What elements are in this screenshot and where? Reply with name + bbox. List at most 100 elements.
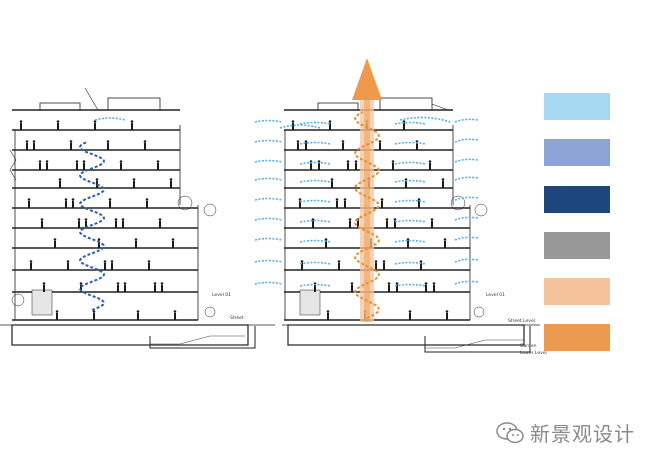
person-head: [382, 260, 386, 263]
person-figure: [54, 241, 56, 248]
watermark: 新景观设计: [496, 418, 635, 447]
person-head: [408, 310, 412, 313]
person-figure: [442, 181, 444, 188]
person-figure: [431, 221, 433, 228]
person-figure: [72, 201, 74, 208]
person-figure: [336, 201, 338, 208]
person-figure: [349, 221, 351, 228]
vent-arrow-inner: [299, 261, 331, 265]
person-figure: [444, 241, 446, 248]
person-figure: [299, 201, 301, 208]
vent-arrow-inner: [394, 219, 426, 223]
person-figure: [104, 263, 106, 270]
person-figure: [80, 285, 82, 292]
person-figure: [135, 241, 137, 248]
person-head: [123, 282, 127, 285]
person-figure: [416, 143, 418, 150]
person-head: [424, 282, 428, 285]
person-head: [27, 198, 31, 201]
person-head: [45, 160, 49, 163]
vent-arrow-inner: [394, 239, 426, 243]
person-head: [169, 178, 173, 181]
helix-path: [78, 140, 106, 311]
person-head: [391, 160, 395, 163]
person-head: [330, 178, 334, 181]
person-head: [58, 178, 62, 181]
person-figure: [381, 201, 383, 208]
vent-arrow-inner: [299, 283, 331, 287]
person-head: [114, 218, 118, 221]
vent-arrow-right: [454, 176, 479, 181]
person-head: [97, 238, 101, 241]
left-occupants: [19, 120, 177, 320]
person-figure: [292, 123, 294, 130]
person-head: [350, 282, 354, 285]
person-figure: [161, 285, 163, 292]
person-figure: [120, 163, 122, 170]
person-head: [79, 282, 83, 285]
person-head: [348, 218, 352, 221]
person-figure: [133, 181, 135, 188]
person-figure: [111, 263, 113, 270]
person-head: [291, 120, 295, 123]
person-figure: [174, 313, 176, 320]
person-head: [19, 120, 23, 123]
person-head: [300, 260, 304, 263]
right-lower-label: Lower Level: [520, 350, 547, 356]
person-head: [385, 218, 389, 221]
person-head: [387, 282, 391, 285]
vent-arrow-right: [454, 236, 479, 241]
person-head: [428, 160, 432, 163]
person-head: [130, 120, 134, 123]
person-figure: [33, 143, 35, 150]
person-head: [42, 282, 46, 285]
person-figure: [115, 221, 117, 228]
person-figure: [314, 285, 316, 292]
vent-arrow-roof: [279, 124, 321, 129]
person-figure: [154, 285, 156, 292]
person-head: [374, 260, 378, 263]
vent-arrow-left: [254, 259, 283, 263]
vent-arrow-inner: [394, 121, 426, 125]
person-figure: [394, 221, 396, 228]
person-head: [106, 140, 110, 143]
person-figure: [429, 163, 431, 170]
person-head: [147, 260, 151, 263]
person-figure: [305, 143, 307, 150]
person-figure: [383, 263, 385, 270]
person-figure: [420, 263, 422, 270]
vent-arrow-right: [454, 196, 479, 201]
person-figure: [41, 221, 43, 228]
vent-arrow-left: [254, 237, 283, 241]
person-figure: [170, 181, 172, 188]
vent-arrow-inner: [299, 141, 331, 145]
person-figure: [409, 313, 411, 320]
person-head: [419, 260, 423, 263]
person-head: [160, 282, 164, 285]
person-figure: [159, 221, 161, 228]
person-figure: [39, 163, 41, 170]
person-figure: [344, 201, 346, 208]
vent-arrow-inner: [394, 261, 426, 265]
person-head: [119, 160, 123, 163]
person-head: [71, 198, 75, 201]
vent-arrow-left-roof: [94, 117, 126, 121]
swatch-navy: [544, 186, 610, 213]
person-figure: [327, 313, 329, 320]
person-figure: [357, 221, 359, 228]
right-level-label: Level 01: [486, 292, 505, 298]
person-figure: [403, 123, 405, 130]
person-head: [156, 160, 160, 163]
person-figure: [386, 221, 388, 228]
person-figure: [325, 241, 327, 248]
person-head: [153, 282, 157, 285]
person-figure: [446, 313, 448, 320]
person-figure: [144, 143, 146, 150]
vent-arrow-left: [254, 281, 283, 285]
person-figure: [331, 181, 333, 188]
person-figure: [124, 285, 126, 292]
person-figure: [67, 263, 69, 270]
person-figure: [396, 285, 398, 292]
person-head: [55, 310, 59, 313]
person-figure: [172, 241, 174, 248]
